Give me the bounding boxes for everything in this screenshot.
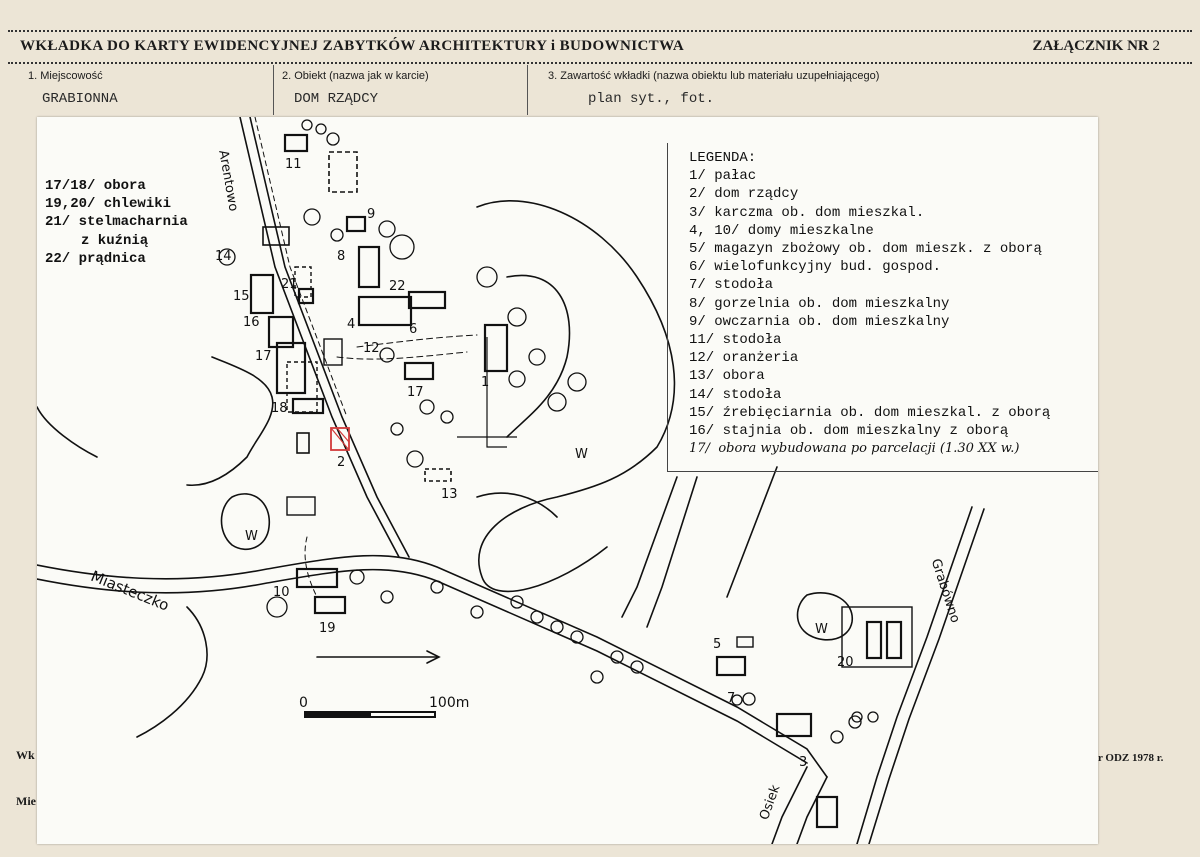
water-label: W [245, 529, 258, 544]
legend-item: 2/ dom rządcy [689, 186, 799, 203]
footer-fragment-left-1: Wk [16, 748, 35, 762]
building-number: 15 [233, 289, 250, 304]
side-list: 17/18/ obora 19,20/ chlewiki 21/ stelmac… [45, 177, 188, 268]
field-divider-2 [527, 65, 528, 115]
legend-item: 6/ wielofunkcyjny bud. gospod. [689, 259, 942, 276]
building-number: 7 [727, 691, 736, 706]
legend-hand-text: obora wybudowana po parcelacji (1.30 XX … [718, 441, 1020, 457]
building-number: 5 [713, 637, 722, 652]
legend-item: 16/ stajnia ob. dom mieszkalny z oborą [689, 423, 1009, 440]
building-number: 10 [273, 585, 290, 600]
building-number: 16 [243, 315, 260, 330]
legend-item-handwritten: 17/ obora wybudowana po parcelacji (1.30… [689, 440, 1050, 458]
legend-item: 13/ obora [689, 368, 765, 385]
legend-title: LEGENDA: [689, 150, 757, 166]
side-list-item: 22/ prądnica [45, 250, 146, 267]
side-list-item: 19,20/ chlewiki [45, 196, 172, 213]
header-dotted-rule [8, 62, 1192, 64]
building-number: 4 [347, 317, 356, 332]
building-number: 21 [281, 277, 298, 292]
water-label: W [575, 447, 588, 462]
building-number: 9 [367, 207, 376, 222]
building-number: 20 [837, 655, 854, 670]
field-1-value: GRABIONNA [42, 91, 118, 107]
legend-item: 4, 10/ domy mieszkalne [689, 222, 874, 239]
legend: LEGENDA: 1/ pałac 2/ dom rządcy 3/ karcz… [689, 149, 1050, 458]
field-3-value: plan syt., fot. [588, 91, 715, 107]
legend-item: 15/ źrebięciarnia ob. dom mieszkal. z ob… [689, 404, 1051, 421]
legend-item: 9/ owczarnia ob. dom mieszkalny [689, 313, 950, 330]
building-number: 8 [337, 249, 346, 264]
field-divider-1 [273, 65, 274, 115]
field-2-value: DOM RZĄDCY [294, 91, 379, 107]
legend-item: 14/ stodoła [689, 386, 782, 403]
field-1-label: 1. Miejscowość [28, 70, 103, 82]
building-number: 17 [407, 385, 424, 400]
site-plan-drawing [37, 117, 985, 844]
scale-start-label: 0 [299, 695, 308, 711]
legend-frame [667, 143, 1098, 472]
field-3-label: 3. Zawartość wkładki (nazwa obiektu lub … [548, 70, 880, 82]
legend-item: 5/ magazyn zbożowy ob. dom mieszk. z obo… [689, 241, 1042, 258]
legend-hand-number: 17/ [689, 441, 710, 457]
footer-fragment-left-2: Mie [16, 794, 36, 808]
water-label: W [815, 622, 828, 637]
building-number: 13 [441, 487, 458, 502]
side-list-item: z kuźnią [81, 232, 149, 249]
attachment-number: ZAŁĄCZNIK NR 2 [1032, 38, 1160, 55]
site-plan-photo: 17/18/ obora 19,20/ chlewiki 21/ stelmac… [37, 117, 1098, 844]
legend-item: 1/ pałac [689, 168, 757, 185]
side-list-item: 17/18/ obora [45, 178, 146, 194]
top-dotted-rule [8, 30, 1192, 32]
building-number: 12 [363, 341, 380, 356]
field-2-label: 2. Obiekt (nazwa jak w karcie) [282, 70, 429, 82]
legend-item: 8/ gorzelnia ob. dom mieszkalny [689, 295, 950, 312]
building-number: 6 [409, 322, 418, 337]
footer-fragment-right: r ODZ 1978 r. [1098, 752, 1164, 764]
scale-end-label: 100m [429, 695, 470, 711]
legend-item: 12/ oranżeria [689, 350, 799, 367]
building-number: 14 [215, 249, 232, 264]
building-number: 18 [271, 401, 288, 416]
legend-item: 7/ stodoła [689, 277, 774, 294]
building-number: 19 [319, 621, 336, 636]
legend-item: 11/ stodoła [689, 332, 782, 349]
building-number: 2 [337, 455, 346, 470]
legend-item: 3/ karczma ob. dom mieszkal. [689, 204, 925, 221]
building-number: 11 [285, 157, 302, 172]
side-list-item: 21/ stelmacharnia [45, 214, 188, 231]
attachment-label: ZAŁĄCZNIK NR [1032, 38, 1149, 54]
building-number: 1 [481, 375, 490, 390]
card-title: WKŁADKA DO KARTY EWIDENCYJNEJ ZABYTKÓW A… [20, 38, 685, 54]
building-number: 22 [389, 279, 406, 294]
building-number: 17 [255, 349, 272, 364]
attachment-value: 2 [1152, 38, 1161, 54]
building-number: 3 [799, 755, 808, 770]
